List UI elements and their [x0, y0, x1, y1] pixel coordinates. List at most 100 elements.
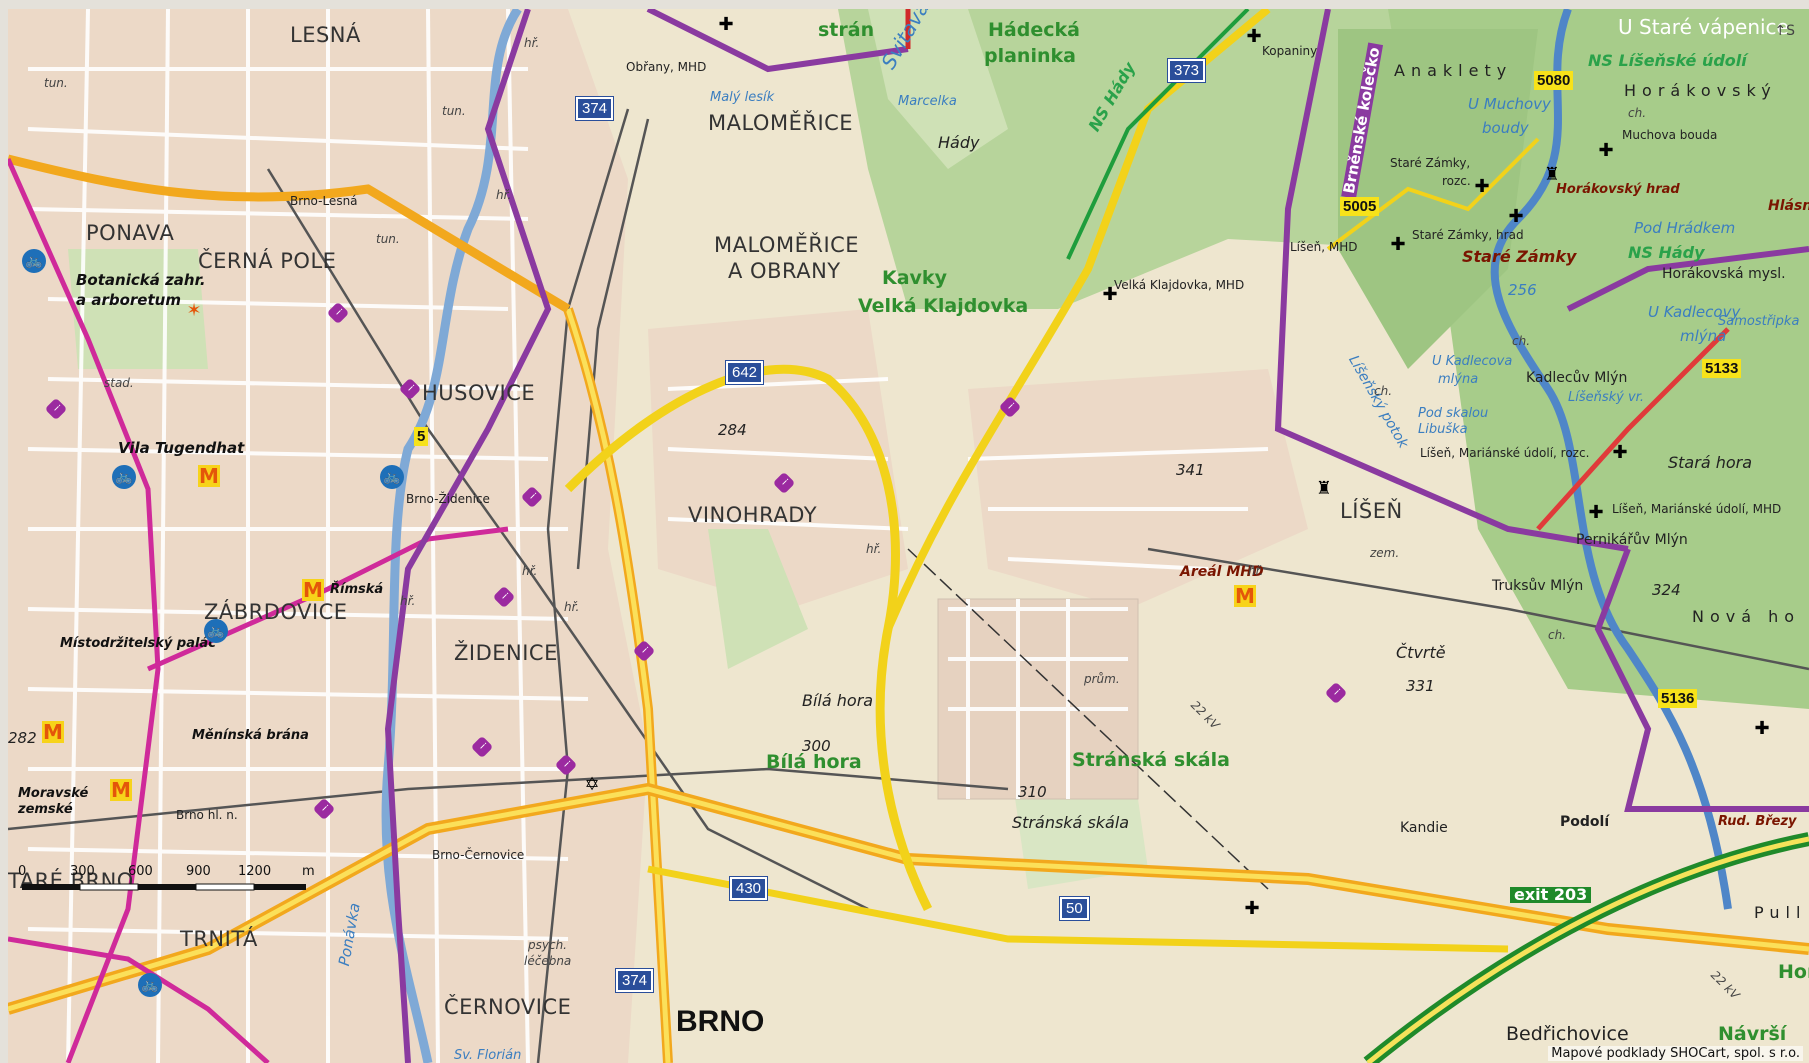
place-label-stare-zamky: Staré Zámky — [1462, 247, 1577, 266]
small-label-ch-3: ch. — [1374, 384, 1393, 398]
industrial-zone — [937, 598, 1139, 800]
cross-icon: ✚ — [1102, 284, 1118, 305]
street-grid — [27, 9, 1269, 1063]
district-label-malomerice-2: MALOMĚŘICE — [714, 233, 860, 257]
green-label-velka-klajdovka: Velká Klajdovka — [858, 295, 1029, 317]
small-label-hr-3: hř. — [522, 564, 538, 578]
place-label-horakovska-mysl: Horákovská mysl. — [1662, 266, 1786, 282]
elevation-label-310: 310 — [1018, 783, 1047, 801]
place-label-pernikaruv-mlyn: Pernikářův Mlýn — [1576, 532, 1688, 548]
synagogue-icon: ✡ — [584, 774, 600, 795]
stop-label-stare-zamky-rozc: Staré Zámky, — [1390, 156, 1471, 170]
water-label-maly-lesik: Malý lesík — [710, 90, 775, 105]
elevation-label-300: 300 — [802, 737, 831, 755]
stop-label-rozc: rozc. — [1442, 174, 1471, 188]
small-label-ch-1: ch. — [1628, 106, 1647, 120]
stop-label-brno-cernovice: Brno-Černovice — [432, 848, 525, 862]
cross-icon: ✚ — [1508, 206, 1524, 227]
place-label-bedrichovice: Bedřichovice — [1506, 1023, 1629, 1045]
trail-number-5: 5 — [414, 427, 429, 446]
cycle-route-icon: 🚲 — [138, 973, 162, 997]
stop-label-kopaniny: Kopaniny — [1262, 44, 1318, 58]
hill-label-stranska-skala: Stránská skála — [1012, 813, 1130, 832]
road-number-50: 50 — [1059, 896, 1090, 921]
scale-tick-300: 300 — [70, 864, 95, 879]
stop-label-velka-klajdovka-mhd: Velká Klajdovka, MHD — [1114, 278, 1245, 292]
green-label-planinka: planinka — [984, 45, 1076, 67]
place-label-hlasna: Hlásn — [1768, 198, 1809, 214]
place-label-horakovsky-hrad: Horákovský hrad — [1556, 182, 1680, 197]
water-label-pod-hradkem: Pod Hrádkem — [1634, 219, 1736, 237]
main-roads — [8, 9, 1809, 1063]
transit-depot-icon: M — [110, 778, 132, 802]
cycle-route-icon: 🚲 — [204, 619, 228, 643]
road-number-430: 430 — [728, 876, 769, 901]
north-arrow-icon: ↑S — [1774, 23, 1795, 39]
district-label-ponava: PONAVA — [86, 221, 175, 245]
castle-icon: ♜ — [1315, 478, 1333, 499]
trail-number-5136: 5136 — [1658, 689, 1698, 708]
stop-label-sv-florian: Sv. Florián — [454, 1048, 522, 1063]
water-label-lisensky-vr: Líšeňský vr. — [1568, 390, 1644, 405]
road-number-374-south: 374 — [614, 968, 655, 993]
cross-icon: ✚ — [1246, 26, 1262, 47]
stop-label-obrany: Obřany, MHD — [626, 60, 707, 74]
hill-label-hady: Hády — [938, 133, 980, 152]
cross-icon: ✚ — [718, 14, 734, 35]
water-label-u-muchovy: U Muchovy — [1468, 95, 1551, 113]
small-label-psych: psych. — [528, 938, 567, 952]
elevation-label-341: 341 — [1176, 461, 1205, 479]
water-label-libuska: Libuška — [1418, 422, 1468, 437]
map-viewport[interactable]: LESNÁ PONAVA ČERNÁ POLE HUSOVICE ZÁBRDOV… — [8, 9, 1809, 1063]
place-label-navrsi: Návrší — [1718, 1023, 1787, 1045]
stop-label-brno-hl-n: Brno hl. n. — [176, 808, 238, 822]
stop-label-brno-lesna: Brno-Lesná — [290, 194, 358, 208]
poi-label-meninska-brana: Měnínská brána — [192, 728, 309, 743]
cross-icon: ✚ — [1612, 442, 1628, 463]
place-label-kandie: Kandie — [1400, 820, 1448, 836]
poi-label-botanicka: Botanická zahr. — [76, 271, 206, 289]
ns-label-lisenske-udoli: NS Líšeňské údolí — [1588, 51, 1747, 70]
small-label-ch-4: ch. — [1548, 628, 1567, 642]
district-label-lisen: LÍŠEŇ — [1340, 499, 1403, 523]
district-label-vinohrady: VINOHRADY — [688, 503, 818, 527]
small-label-tun-1: tun. — [44, 76, 68, 90]
small-label-tun-2: tun. — [442, 104, 466, 118]
small-label-hr-4: hř. — [400, 594, 416, 608]
place-label-rud-brezy: Rud. Březy — [1718, 814, 1797, 829]
elevation-label-284: 284 — [718, 421, 747, 439]
place-label-kadlecuv-mlyn: Kadlecův Mlýn — [1526, 370, 1628, 386]
ns-label-hady-2: NS Hády — [1628, 243, 1705, 262]
green-label-stranska-skala: Stránská skála — [1072, 749, 1230, 771]
map-base-layer — [8, 9, 1809, 1063]
elevation-label-256: 256 — [1508, 281, 1537, 299]
power-line — [907, 548, 1269, 890]
hill-label-stara-hora: Stará hora — [1668, 453, 1753, 472]
small-label-hr-7: hř. — [1248, 564, 1264, 578]
district-label-husovice: HUSOVICE — [422, 381, 536, 405]
district-label-zabrdovice: ZÁBRDOVICE — [204, 600, 348, 624]
hill-label-bila-hora: Bílá hora — [802, 691, 874, 710]
elevation-label-331: 331 — [1406, 677, 1435, 695]
elevation-label-282: 282 — [8, 729, 37, 747]
place-label-areal-mhd: Areál MHD — [1180, 564, 1264, 580]
green-label-bila-hora: Bílá hora — [766, 751, 862, 773]
stop-label-lisen-mhd: Líšeň, MHD — [1290, 240, 1358, 254]
place-label-truksuv-mlyn: Truksův Mlýn — [1492, 578, 1584, 594]
district-label-malomerice: MALOMĚŘICE — [708, 111, 854, 135]
stop-label-stare-zamky-hrad: Staré Zámky, hrad — [1412, 228, 1524, 242]
scale-tick-0: 0 — [18, 864, 27, 879]
small-label-prum: prům. — [1084, 672, 1120, 686]
stop-label-marianske-udoli-rozc: Líšeň, Mariánské údolí, rozc. — [1420, 446, 1590, 460]
small-label-lecebna: léčebna — [524, 954, 572, 968]
small-label-hr-2: hř. — [496, 188, 512, 202]
trail-number-5005: 5005 — [1340, 197, 1380, 216]
place-label-nova-hora: Nová ho — [1692, 607, 1801, 626]
stream-ricka — [1490, 9, 1732, 910]
district-label-zidenice: ŽIDENICE — [454, 641, 558, 665]
water-label-u-kadlecovy: U Kadlecovy — [1648, 303, 1741, 321]
transit-depot-icon: M — [1234, 584, 1256, 608]
green-label-kavky: Kavky — [882, 267, 947, 289]
water-label-mlyna: mlýna — [1680, 327, 1727, 345]
scale-unit: m — [302, 864, 315, 879]
